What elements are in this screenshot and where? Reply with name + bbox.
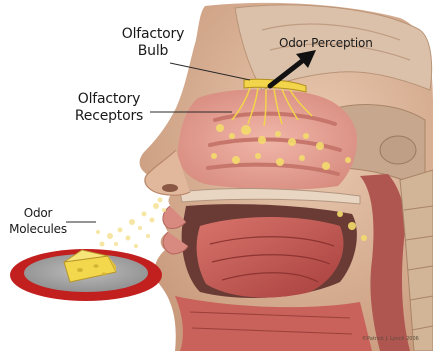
label-olfactory-bulb-line1: Olfactory xyxy=(118,26,188,43)
label-olfactory-receptors-line2: Receptors xyxy=(66,108,152,125)
label-odor-molecules-line1: Odor xyxy=(8,205,68,221)
label-odor-molecules: Odor Molecules xyxy=(8,205,68,237)
nostril xyxy=(162,184,178,192)
odor-molecules-cloud xyxy=(96,198,166,249)
label-olfactory-receptors-line1: Olfactory xyxy=(66,91,152,108)
label-odor-perception: Odor Perception xyxy=(279,35,373,52)
label-olfactory-bulb-line2: Bulb xyxy=(118,43,188,60)
label-olfactory-bulb: Olfactory Bulb xyxy=(118,26,188,60)
label-odor-molecules-line2: Molecules xyxy=(8,221,68,237)
label-olfactory-receptors: Olfactory Receptors xyxy=(66,91,152,125)
image-credit: ©Patrick J. Lynch 2006 xyxy=(362,336,419,342)
